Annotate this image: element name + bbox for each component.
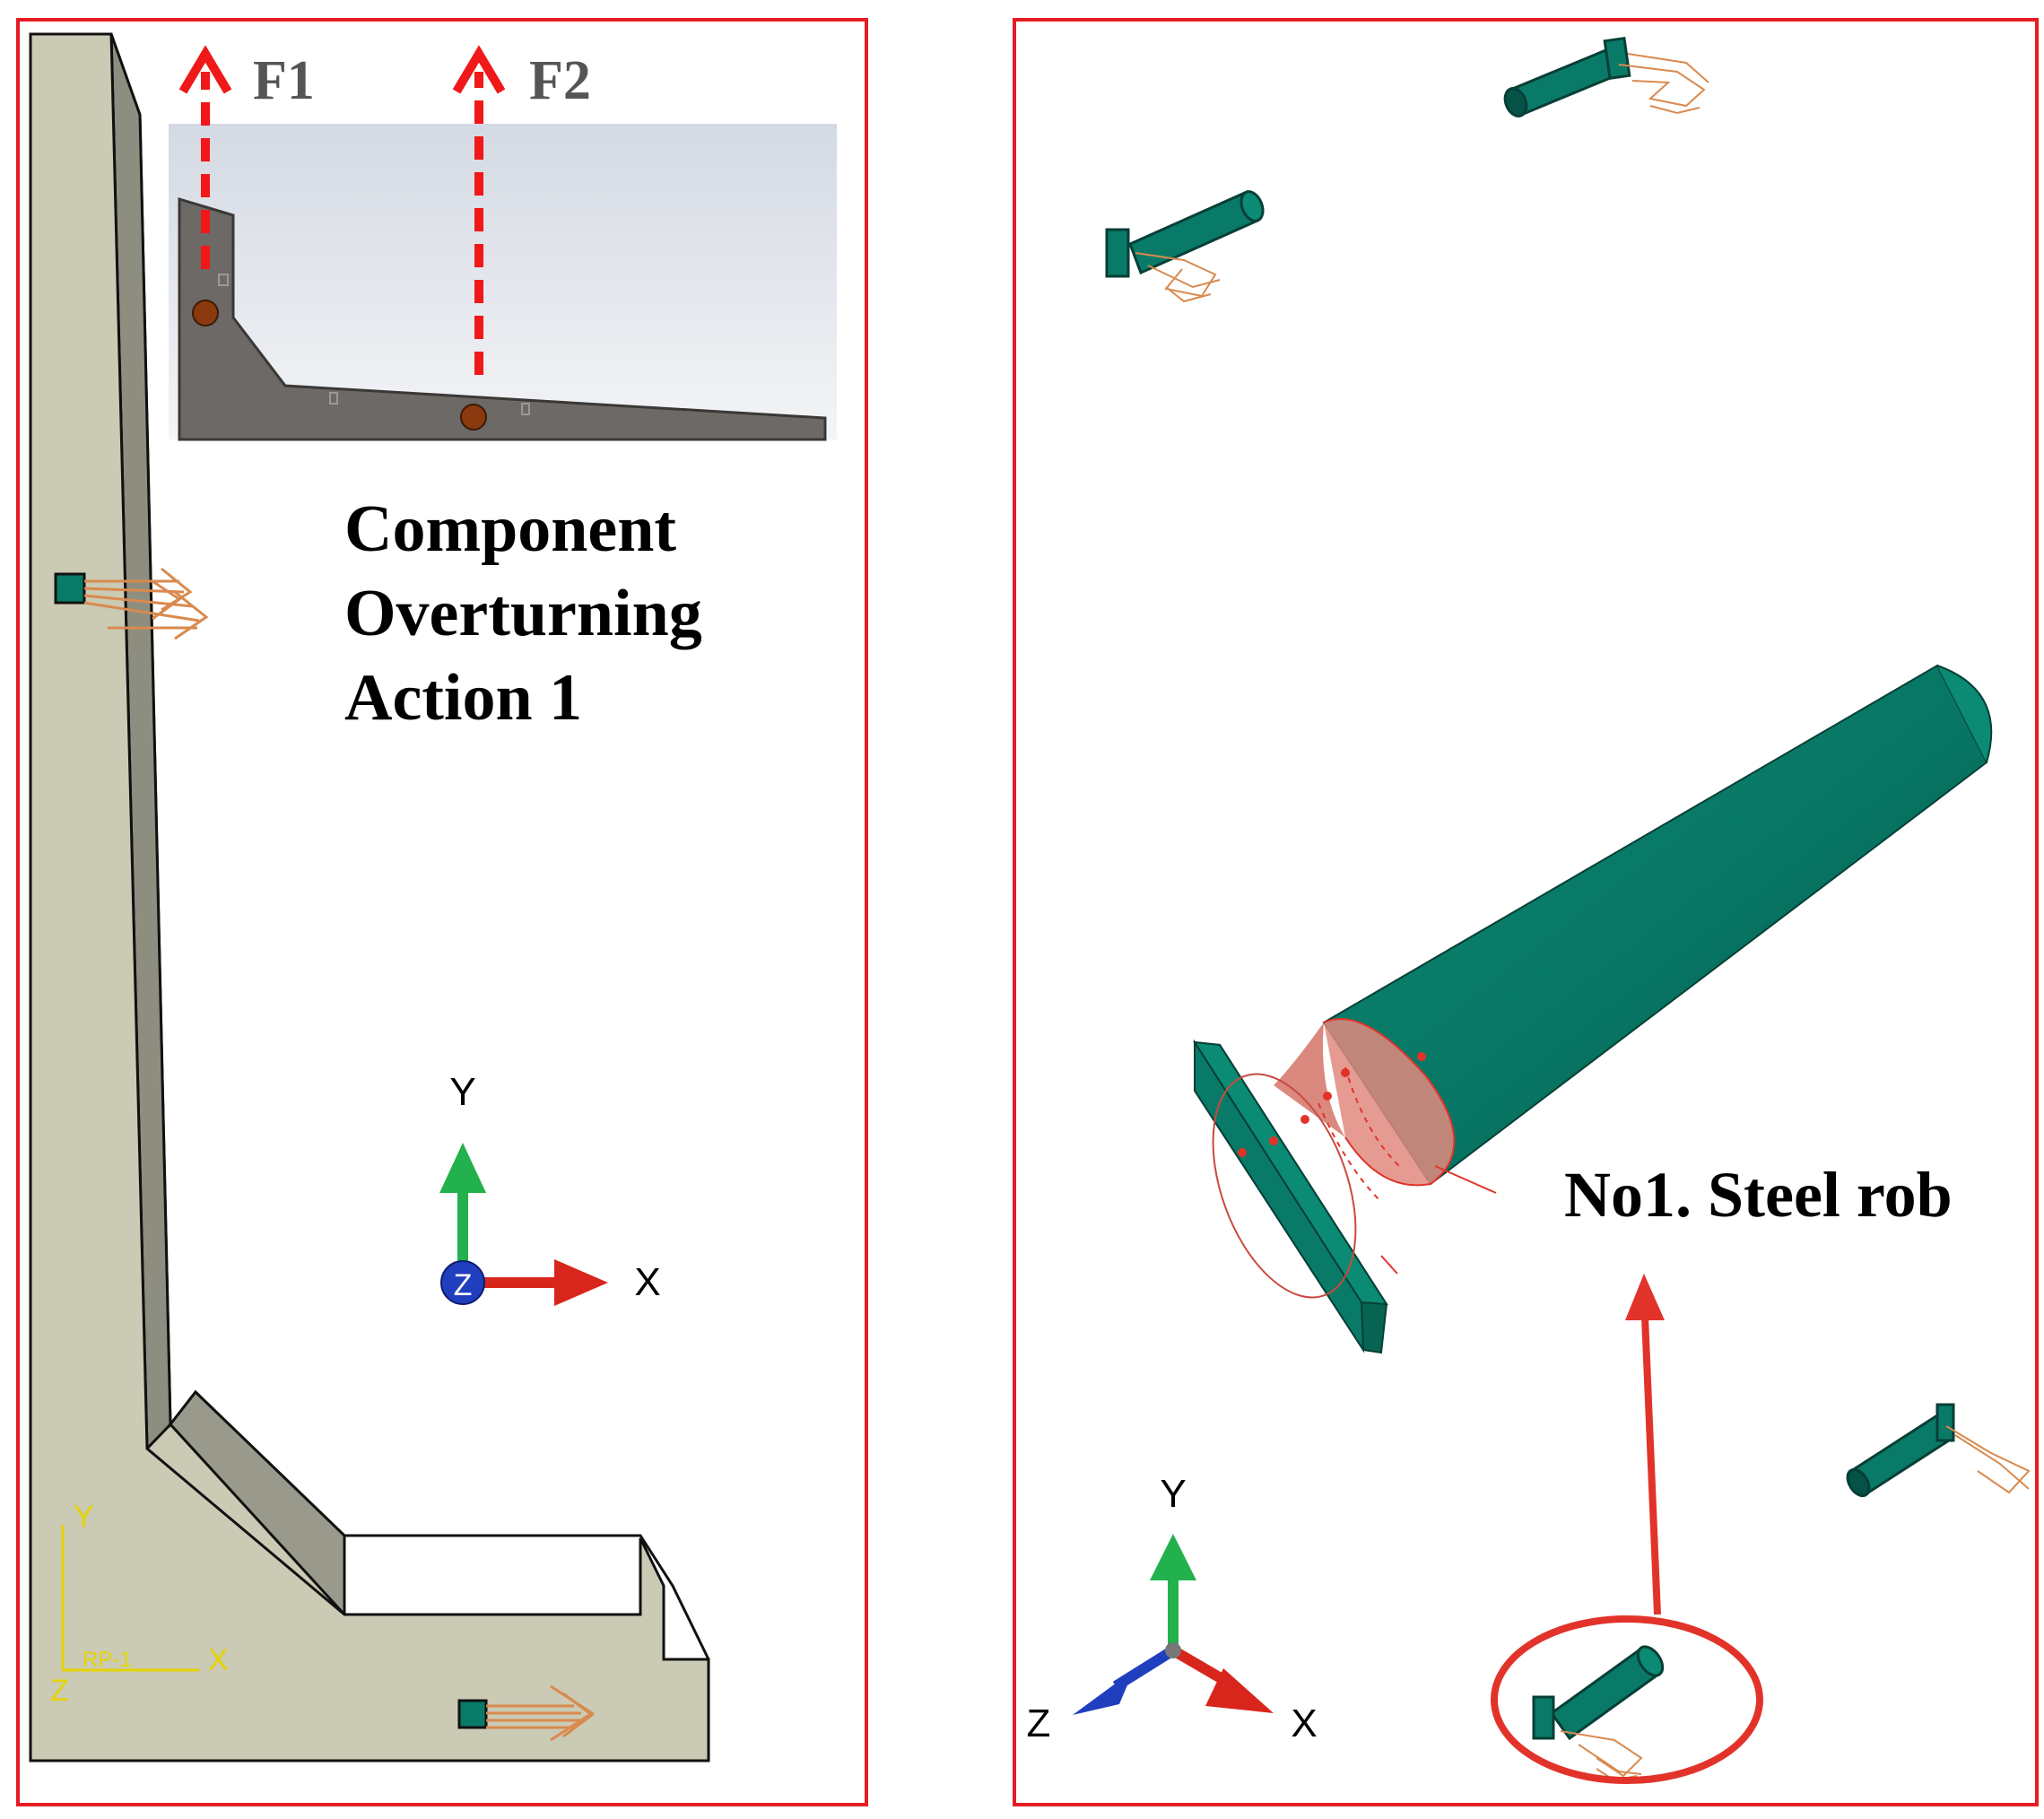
axis-triad-left: Y X Z: [439, 1070, 661, 1306]
rod-instance-right: [1846, 1403, 2031, 1498]
axis-triad-right: Y X Z: [1027, 1472, 1318, 1745]
small-axis-y: Y: [74, 1500, 94, 1534]
right-axis-label-x: X: [1291, 1702, 1317, 1745]
right-panel: No1. Steel rob Y X Z: [1013, 18, 2039, 1806]
inset-component-view: [169, 124, 837, 441]
reference-triad-small: Y X Z RP-1: [50, 1500, 229, 1708]
wall-base: [29, 32, 710, 1762]
steel-rod-callout: No1. Steel rob: [1564, 1159, 1953, 1231]
small-axis-z: Z: [50, 1674, 69, 1708]
axis-label-z: Z: [454, 1268, 473, 1302]
steel-rod-enlarged: [1193, 664, 1993, 1354]
axis-label-y: Y: [449, 1070, 475, 1114]
inset-component: [178, 196, 827, 441]
callout-arrow: [1625, 1274, 1665, 1615]
axis-label-x: X: [634, 1260, 660, 1304]
rod-instance-upper-left: [1105, 189, 1265, 303]
force-label-f2: F2: [529, 50, 591, 111]
steel-rod-marker-upper: [54, 567, 209, 640]
left-panel: F1 F2 Component Overturning Action 1 Y X…: [16, 18, 868, 1806]
reference-point-label: RP-1: [83, 1648, 132, 1672]
highlight-circle: [1491, 1615, 1763, 1784]
inset-rod-hole-2: [460, 404, 487, 431]
force-arrow-f2: [452, 45, 506, 375]
force-label-f1: F1: [253, 50, 315, 111]
right-axis-label-z: Z: [1027, 1702, 1051, 1745]
rod-instance-circled: [1532, 1645, 1665, 1782]
retaining-wall: [29, 32, 710, 1762]
right-axis-label-y: Y: [1160, 1472, 1186, 1516]
small-axis-x: X: [208, 1643, 229, 1677]
rod-instance-top: [1503, 36, 1709, 117]
steel-rod-marker-lower: [457, 1684, 595, 1742]
rod-highlighted-end: [1323, 1018, 1456, 1187]
left-caption: Component Overturning Action 1: [344, 492, 718, 735]
inset-rod-hole-1: [192, 300, 219, 326]
force-arrow-f1: [178, 45, 232, 269]
